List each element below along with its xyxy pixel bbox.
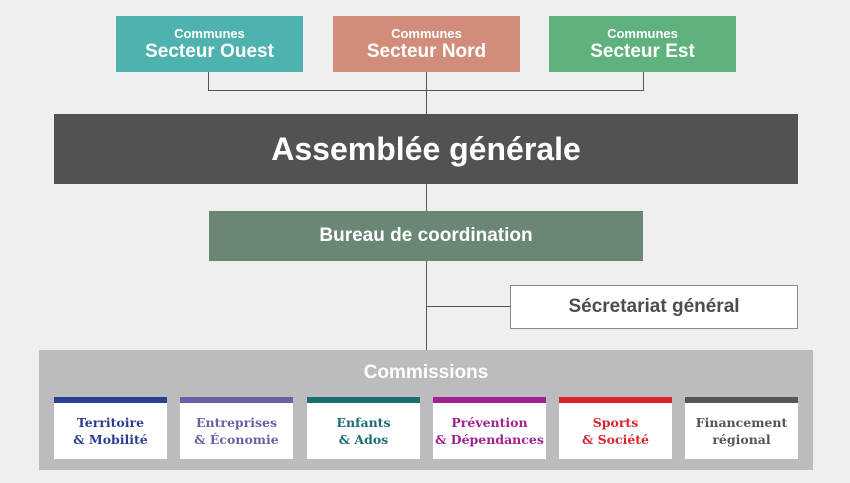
sector-box-est: Communes Secteur Est xyxy=(549,16,736,72)
sector-name: Secteur Ouest xyxy=(145,40,274,62)
sector-caption: Communes xyxy=(607,25,678,41)
commission-card-financement: Financement régional xyxy=(685,397,798,459)
connector-line xyxy=(426,306,510,307)
commission-card-sports: Sports & Société xyxy=(559,397,672,459)
bureau-box: Bureau de coordination xyxy=(209,211,643,261)
sector-caption: Communes xyxy=(174,25,245,41)
commission-card-prevention: Prévention & Dépendances xyxy=(433,397,546,459)
sector-box-nord: Communes Secteur Nord xyxy=(333,16,520,72)
connector-line xyxy=(643,72,644,91)
connector-line xyxy=(208,90,644,91)
sector-name: Secteur Nord xyxy=(366,40,487,62)
commissions-title: Commissions xyxy=(363,362,489,383)
commissions-panel: Commissions Territoire & Mobilité Entrep… xyxy=(39,350,813,470)
commission-card-territoire: Territoire & Mobilité xyxy=(54,397,167,459)
assembly-box: Assemblée générale xyxy=(54,114,798,184)
connector-line xyxy=(426,72,427,114)
commission-card-entreprises: Entreprises & Économie xyxy=(180,397,293,459)
connector-line xyxy=(426,184,427,211)
commission-card-enfants: Enfants & Ados xyxy=(307,397,420,459)
connector-line xyxy=(208,72,209,91)
sector-box-ouest: Communes Secteur Ouest xyxy=(116,16,303,72)
sector-caption: Communes xyxy=(391,25,462,41)
sector-name: Secteur Est xyxy=(590,40,695,62)
connector-line xyxy=(426,261,427,350)
secretariat-box: Sécretariat général xyxy=(510,285,798,329)
